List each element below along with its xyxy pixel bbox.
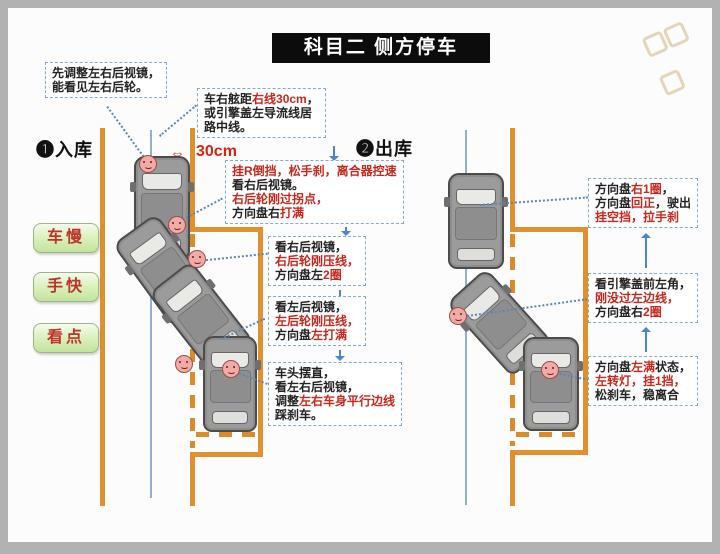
driver-face-icon (188, 250, 206, 268)
diagram-canvas: 科目二 侧方停车 ❶入库 ❷出库 ⇔ 30cm 车慢 手快 看点 (8, 8, 712, 542)
page-title: 科目二 侧方停车 (272, 33, 490, 63)
road-line-left-outer (100, 128, 105, 506)
lane-center-line-left (150, 130, 152, 498)
bay-top-left (190, 227, 263, 232)
instruction-box-reverse-start: 挂R倒挡，松手刹，离合器控速看右后视镜。右后轮刚过拐点，方向盘右打满 (225, 160, 404, 224)
road-line-left-inner-top (190, 128, 195, 227)
driver-face-icon (175, 355, 193, 373)
bay-bottom-left (190, 452, 263, 457)
watermark-logo-icon (637, 7, 720, 102)
instruction-box-mirror-setup: 先调整左右后视镜，能看见左右后轮。 (45, 62, 168, 98)
distance-double-arrow-icon: ⇔ (170, 145, 185, 162)
instruction-box-left-mirror: 看左后视镜，左后轮刚压线，方向盘左打满 (268, 296, 367, 346)
bay-stop-dashed-left (196, 432, 258, 437)
instruction-box-exit-turn: 看引擎盖前左角，刚没过左边线，方向盘右2圈 (588, 273, 699, 323)
flow-arrow-up-icon (641, 233, 651, 268)
flow-arrow-up-icon (641, 327, 651, 352)
bay-stop-dashed-right (516, 432, 580, 437)
callout-line (106, 106, 147, 161)
bay-right-right (583, 227, 588, 455)
flow-arrow-down-icon (335, 350, 345, 361)
instruction-box-exit-start: 方向盘左满状态，左转灯，挂1挡，松刹车，稳离合 (588, 356, 699, 406)
driver-face-icon (449, 307, 467, 325)
tip-slow-car: 车慢 (33, 223, 99, 253)
section-label-exit: ❷出库 (356, 139, 413, 159)
driver-face-icon (139, 155, 157, 173)
instruction-box-right-mirror: 看右后视镜，右后轮刚压线，方向盘左2圈 (268, 236, 367, 286)
driver-face-icon (222, 360, 240, 378)
car-enter-parked (199, 336, 261, 432)
road-line-left-inner-bottom (190, 457, 195, 506)
road-line-right-inner-top (510, 128, 515, 227)
flow-arrow-down-icon (341, 227, 351, 236)
tip-watch-points: 看点 (33, 323, 99, 353)
driver-face-icon (541, 361, 559, 379)
instruction-box-straighten: 车头摆直，看左右后视镜，调整左右车身平行边线踩刹车。 (268, 362, 403, 426)
section-label-enter: ❶入库 (36, 140, 93, 160)
bay-bottom-right (510, 450, 588, 455)
driver-face-icon (168, 216, 186, 234)
car-exit-parked (519, 337, 583, 431)
flow-arrow-down-icon (329, 146, 339, 161)
car-exit-done (444, 173, 508, 269)
instruction-box-approach: 车右舷距右线30cm，或引擎盖左导流线居路中线。 (197, 88, 326, 138)
tip-fast-hands: 手快 (33, 272, 99, 302)
bay-top-right (510, 227, 588, 232)
road-line-right-inner-bottom (510, 450, 515, 506)
instruction-box-exit-final: 方向盘右1圈，方向盘回正，驶出挂空挡，拉手刹 (588, 178, 699, 228)
distance-label: 30cm (196, 143, 237, 160)
bay-right-left (258, 227, 263, 457)
